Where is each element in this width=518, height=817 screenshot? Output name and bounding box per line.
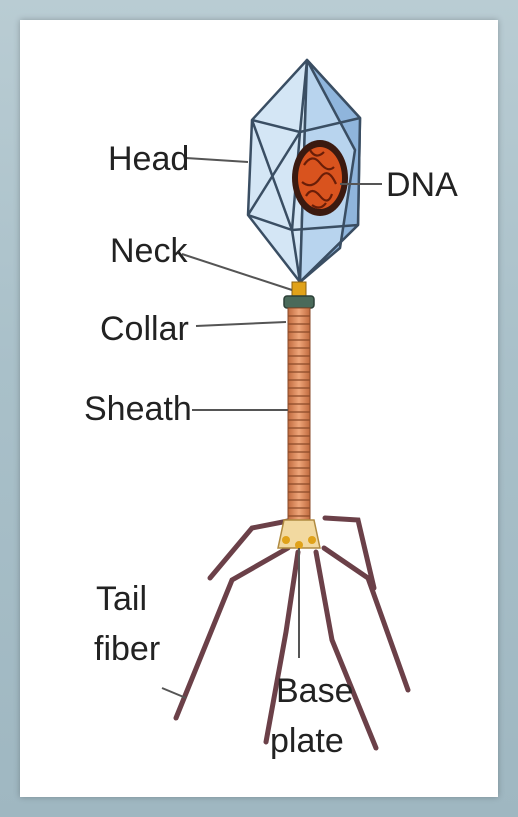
leader-collar (196, 322, 286, 326)
label-collar: Collar (100, 310, 189, 348)
label-neck: Neck (110, 232, 188, 270)
tail-fibers (176, 518, 408, 748)
tail-fiber-left-front (176, 548, 288, 718)
label-sheath: Sheath (84, 390, 192, 428)
tail-fiber-center-left (266, 552, 298, 742)
collar-part (284, 296, 314, 308)
leader-neck (182, 254, 292, 290)
label-tail-fiber-line1: Tail (96, 580, 147, 618)
dna-icon (292, 140, 348, 216)
sheath-part (288, 308, 310, 520)
label-tail-fiber-line2: fiber (94, 630, 160, 668)
label-base-plate-line2: plate (270, 722, 344, 760)
tail-fiber-right-front (324, 548, 408, 690)
leader-head (186, 158, 248, 162)
label-dna: DNA (386, 166, 458, 204)
label-head: Head (108, 140, 189, 178)
leader-tail-fiber (162, 688, 186, 698)
base-plate-part (278, 520, 320, 549)
neck-part (292, 282, 306, 296)
label-base-plate-line1: Base (276, 672, 354, 710)
